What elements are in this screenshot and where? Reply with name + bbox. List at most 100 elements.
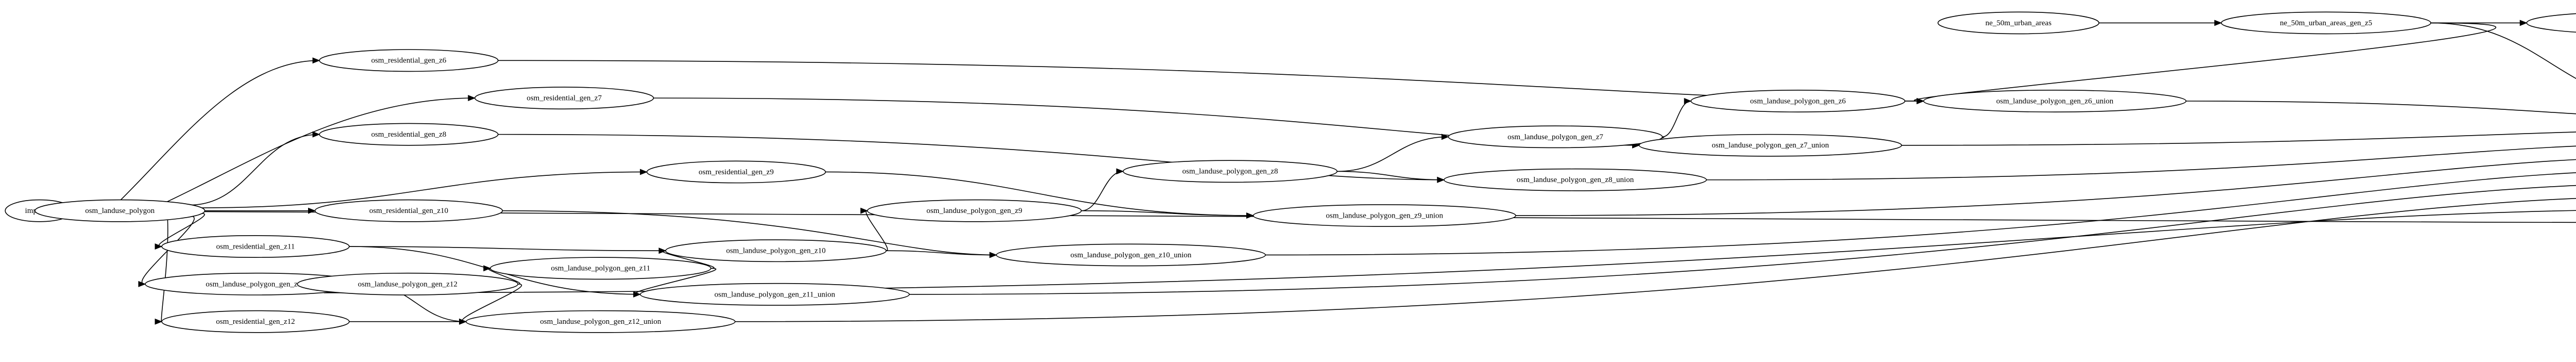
node-label-osm_landuse_polygon_gen_z9_union: osm_landuse_polygon_gen_z9_union (1326, 212, 1444, 220)
graph-node-osm_residential_gen_z12[interactable]: osm_residential_gen_z12 (161, 310, 350, 333)
node-label-osm_landuse_polygon_gen_z12_union: osm_landuse_polygon_gen_z12_union (540, 318, 661, 326)
node-label-osm_landuse_polygon_gen_z6: osm_landuse_polygon_gen_z6 (1750, 97, 1846, 105)
edge-osm_landuse_polygon-to-osm_residential_gen_z7 (165, 97, 475, 203)
graph-node-osm_landuse_polygon_gen_z11[interactable]: osm_landuse_polygon_gen_z11 (489, 257, 711, 280)
graph-node-osm_landuse_polygon_gen_z8[interactable]: osm_landuse_polygon_gen_z8 (1123, 160, 1338, 183)
edge-osm_landuse_polygon_gen_z6_union-to-layer_landuse-z6 (2186, 101, 2576, 114)
graph-node-ne_50m_urban_areas_gen_z4[interactable]: ne_50m_urban_areas_gen_z4 (2526, 12, 2576, 34)
node-shape-osm_landuse_polygon_gen_z10 (665, 239, 887, 262)
edge-arrowhead (1684, 98, 1692, 104)
edge-ne_50m_urban_areas_gen_z5-to-osm_landuse_polygon_gen_z6_union (1913, 22, 2496, 102)
edge-osm_landuse_polygon_gen_z13-to-layer_landuse-z13 (324, 210, 2576, 293)
graph-node-osm_landuse_polygon_gen_z6[interactable]: osm_landuse_polygon_gen_z6 (1690, 90, 1906, 112)
graph-node-ne_50m_urban_areas[interactable]: ne_50m_urban_areas (1937, 11, 2099, 35)
edge-arrowhead (860, 207, 868, 214)
node-label-osm_landuse_polygon_gen_z9: osm_landuse_polygon_gen_z9 (926, 207, 1022, 215)
graph-node-osm_residential_gen_z6[interactable]: osm_residential_gen_z6 (319, 49, 499, 72)
node-label-osm_landuse_polygon_gen_z11: osm_landuse_polygon_gen_z11 (551, 265, 650, 273)
graph-node-osm_landuse_polygon_gen_z10[interactable]: osm_landuse_polygon_gen_z10 (665, 239, 887, 262)
graph-node-osm_landuse_polygon_gen_z7[interactable]: osm_landuse_polygon_gen_z7 (1448, 125, 1663, 149)
node-shape-osm_landuse_polygon_gen_z12 (297, 272, 519, 295)
edge-arrowhead (138, 281, 146, 287)
edge-arrowhead (640, 169, 648, 175)
edge-arrowhead (1437, 176, 1445, 183)
edge-arrowhead (1441, 134, 1449, 140)
node-shape-osm_landuse_polygon_gen_z6 (1690, 90, 1906, 112)
node-label-osm_landuse_polygon_gen_z8_union: osm_landuse_polygon_gen_z8_union (1517, 176, 1634, 184)
edge-arrowhead (308, 207, 316, 214)
edge-arrowhead (468, 95, 476, 102)
node-shape-ne_50m_urban_areas_gen_z4 (2526, 13, 2576, 33)
node-shape-osm_landuse_polygon_gen_z8 (1123, 160, 1338, 183)
node-shape-osm_residential_gen_z7 (474, 87, 654, 110)
node-shape-osm_landuse_polygon_gen_z9 (867, 199, 1082, 222)
edge-osm_landuse_polygon_gen_z9_union-to-layer_landuse-z9 (1515, 159, 2576, 216)
graph-node-osm_landuse_polygon_gen_z10_union[interactable]: osm_landuse_polygon_gen_z10_union (996, 243, 1266, 267)
edge-osm_landuse_polygon_gen_z10_union-to-layer_landuse-z10 (1265, 172, 2576, 256)
node-label-osm_residential_gen_z11: osm_residential_gen_z11 (216, 242, 295, 251)
node-label-ne_50m_urban_areas: ne_50m_urban_areas (1986, 19, 2052, 27)
node-shape-osm_landuse_polygon_gen_z11_union (639, 283, 910, 306)
node-label-osm_landuse_polygon_gen_z10: osm_landuse_polygon_gen_z10 (726, 247, 825, 255)
graph-node-osm_residential_gen_z10[interactable]: osm_residential_gen_z10 (314, 199, 503, 222)
edge-arrowhead (989, 252, 997, 258)
graph-node-osm_landuse_polygon_gen_z11_union[interactable]: osm_landuse_polygon_gen_z11_union (639, 283, 910, 306)
edge-osm_landuse_polygon_gen_z11_union-to-layer_landuse-z11 (909, 185, 2576, 295)
node-label-osm_residential_gen_z6: osm_residential_gen_z6 (371, 57, 446, 65)
edge-arrowhead (459, 318, 467, 325)
edge-osm_landuse_polygon_gen_z8-to-osm_landuse_polygon_gen_z7 (1337, 136, 1449, 172)
graph-node-osm_landuse_polygon[interactable]: osm_landuse_polygon (35, 199, 206, 222)
edge-arrowhead (1246, 212, 1254, 219)
graph-node-osm_landuse_polygon_gen_z6_union[interactable]: osm_landuse_polygon_gen_z6_union (1923, 90, 2187, 112)
node-shape-osm_residential_gen_z9 (646, 160, 826, 184)
graph-node-osm_residential_gen_z9[interactable]: osm_residential_gen_z9 (646, 160, 826, 184)
node-shape-osm_residential_gen_z12 (161, 310, 350, 333)
node-label-osm_landuse_polygon_gen_z7: osm_landuse_polygon_gen_z7 (1507, 133, 1603, 141)
graph-node-osm_landuse_polygon_gen_z9[interactable]: osm_landuse_polygon_gen_z9 (867, 199, 1082, 222)
node-shape-osm_landuse_polygon_gen_z6_union (1923, 90, 2187, 112)
node-shape-osm_landuse_polygon_gen_z8_union (1444, 168, 1707, 191)
node-label-osm_residential_gen_z9: osm_residential_gen_z9 (699, 168, 774, 176)
edge-osm_residential_gen_z8-to-osm_landuse_polygon_gen_z8_union (498, 134, 1444, 180)
graph-node-osm_landuse_polygon_gen_z12_union[interactable]: osm_landuse_polygon_gen_z12_union (465, 310, 736, 333)
graph-node-osm_landuse_polygon_gen_z9_union[interactable]: osm_landuse_polygon_gen_z9_union (1252, 204, 1516, 227)
node-label-ne_50m_urban_areas_gen_z5: ne_50m_urban_areas_gen_z5 (2280, 19, 2372, 27)
graph-node-ne_50m_urban_areas_gen_z5[interactable]: ne_50m_urban_areas_gen_z5 (2221, 11, 2431, 35)
edge-osm_landuse_polygon-to-osm_residential_gen_z8 (190, 134, 320, 206)
graph-node-osm_landuse_polygon_gen_z7_union[interactable]: osm_landuse_polygon_gen_z7_union (1638, 134, 1902, 157)
edge-osm_landuse_polygon_gen_z9-to-osm_landuse_polygon_gen_z9_union (1081, 210, 1253, 216)
node-label-osm_residential_gen_z8: osm_residential_gen_z8 (371, 130, 446, 139)
graph-node-osm_residential_gen_z7[interactable]: osm_residential_gen_z7 (474, 87, 654, 110)
graph-node-osm_residential_gen_z11[interactable]: osm_residential_gen_z11 (161, 235, 350, 258)
edge-osm_landuse_polygon_gen_z8_union-to-layer_landuse-z8 (1706, 145, 2576, 180)
edge-arrowhead (658, 248, 667, 254)
edge-osm_landuse_polygon-to-osm_residential_gen_z11 (158, 213, 205, 247)
node-shape-osm_landuse_polygon (35, 199, 206, 222)
edge-arrowhead (312, 131, 320, 138)
node-label-osm_landuse_polygon_gen_z11_union: osm_landuse_polygon_gen_z11_union (715, 290, 836, 299)
edge-osm_residential_gen_z9-to-osm_landuse_polygon_gen_z9_union (825, 171, 1253, 216)
node-shape-ne_50m_urban_areas_gen_z5 (2221, 11, 2431, 35)
node-shape-osm_landuse_polygon_gen_z11 (489, 257, 711, 280)
graph-node-osm_landuse_polygon_gen_z8_union[interactable]: osm_landuse_polygon_gen_z8_union (1444, 168, 1707, 191)
node-label-osm_residential_gen_z12: osm_residential_gen_z12 (216, 318, 295, 326)
edge-arrowhead (1116, 168, 1124, 175)
node-shape-osm_residential_gen_z11 (161, 235, 350, 258)
node-label-osm_residential_gen_z10: osm_residential_gen_z10 (369, 207, 448, 215)
edge-arrowhead (2519, 20, 2528, 26)
node-label-osm_landuse_polygon_gen_z13: osm_landuse_polygon_gen_z13 (206, 280, 305, 288)
edge-arrowhead (633, 291, 641, 298)
node-shape-osm_landuse_polygon_gen_z10_union (996, 243, 1266, 267)
node-layer: imposm3osm_landuse_polygonosm_residentia… (5, 11, 2576, 333)
graph-node-osm_residential_gen_z8[interactable]: osm_residential_gen_z8 (319, 123, 499, 146)
edge-arrowhead (2214, 20, 2222, 26)
edge-osm_landuse_polygon-to-osm_residential_gen_z9 (201, 171, 647, 208)
graph-node-osm_landuse_polygon_gen_z12[interactable]: osm_landuse_polygon_gen_z12 (297, 272, 519, 295)
node-shape-osm_landuse_polygon_gen_z12_union (465, 310, 736, 333)
edge-osm_residential_gen_z11-to-osm_landuse_polygon_gen_z10 (349, 246, 666, 252)
edge-osm_landuse_polygon_gen_z7-to-osm_landuse_polygon_gen_z6 (1662, 101, 1691, 138)
edge-arrowhead (1917, 98, 1925, 104)
edge-osm_landuse_polygon_gen_z12-to-osm_landuse_polygon_gen_z12_union (462, 284, 522, 322)
edge-osm_landuse_polygon_gen_z7_union-to-layer_landuse-z7 (1901, 131, 2576, 146)
